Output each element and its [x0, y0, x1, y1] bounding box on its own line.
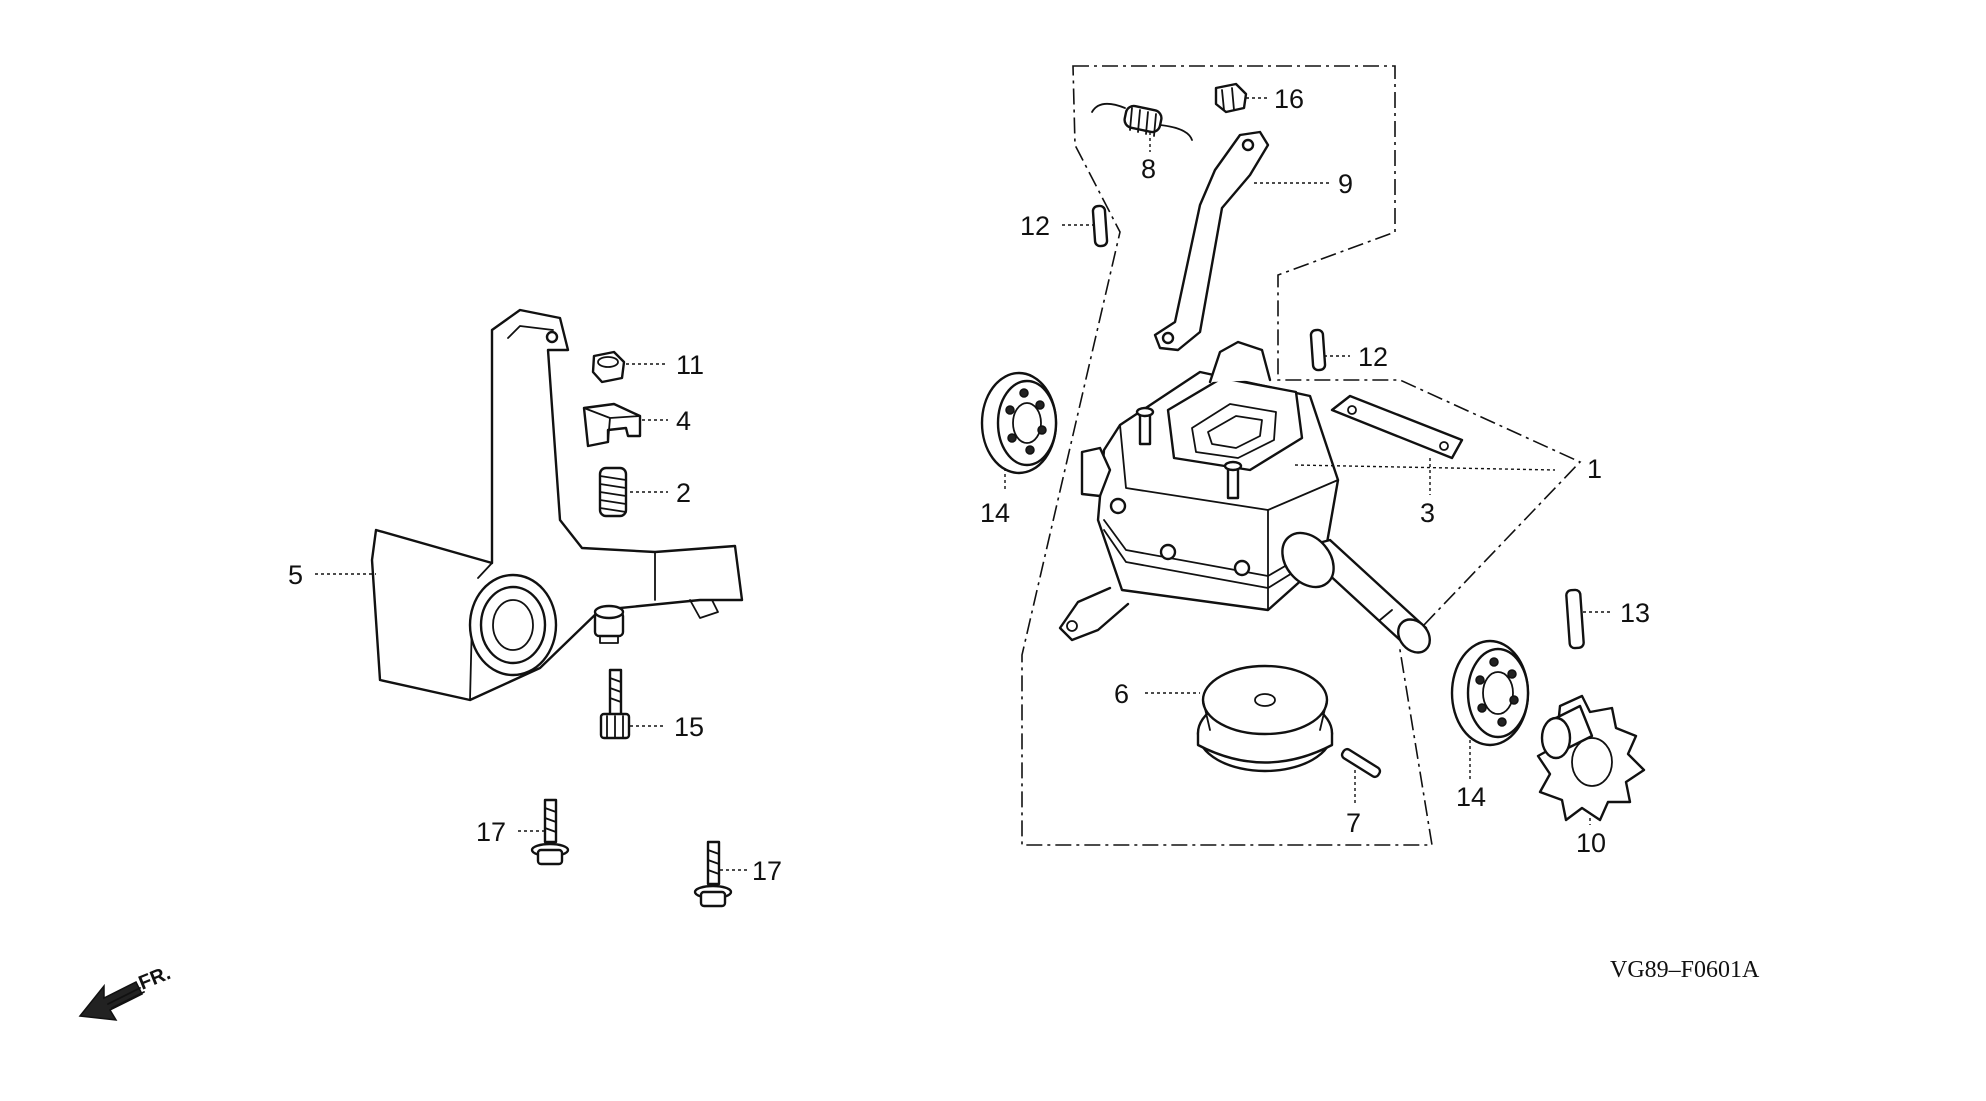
nut-part-11 [591, 350, 626, 384]
callout-15: 15 [674, 712, 704, 742]
callout-14b: 14 [1456, 782, 1486, 812]
pulley-part-6 [1196, 664, 1334, 773]
callout-12b: 12 [1358, 342, 1388, 372]
pin-part-12b [1309, 328, 1327, 372]
callout-5: 5 [288, 560, 303, 590]
gearbox-housing [1058, 340, 1431, 654]
callout-9: 9 [1338, 169, 1353, 199]
callout-1: 1 [1587, 454, 1602, 484]
bearing-part-14a [980, 371, 1058, 475]
bracket-nut-part [593, 604, 625, 644]
callout-17b: 17 [752, 856, 782, 886]
clip-part-4 [582, 402, 642, 448]
callout-7: 7 [1346, 808, 1361, 838]
tension-spring-part-8 [1091, 102, 1193, 141]
pin-part-12a [1091, 204, 1109, 248]
bearing-part-14b [1450, 639, 1530, 747]
callout-2: 2 [676, 478, 691, 508]
front-direction-arrow-icon: FR. [78, 962, 174, 1021]
callout-12a: 12 [1020, 211, 1050, 241]
assembly-boundary-outline [1021, 65, 1582, 846]
bracket-part [370, 308, 744, 702]
callout-3: 3 [1420, 498, 1435, 528]
cap-nut-part-16 [1214, 82, 1248, 114]
flange-bolt-part-17b [693, 840, 733, 908]
key-pin-part-7 [1340, 747, 1382, 779]
flange-bolt-part-17a [530, 798, 570, 866]
front-direction-label: FR. [136, 962, 174, 994]
diagram-code: VG89–F0601A [1610, 957, 1760, 983]
spring-part-2 [598, 466, 628, 518]
callout-11: 11 [676, 350, 704, 380]
bolt-part-15 [599, 668, 631, 740]
callout-10: 10 [1576, 828, 1606, 858]
callout-14a: 14 [980, 498, 1010, 528]
callout-13: 13 [1620, 598, 1650, 628]
callout-16: 16 [1274, 84, 1304, 114]
pin-part-13 [1565, 588, 1585, 650]
plate-part-3 [1330, 394, 1464, 460]
lever-arm-part-9 [1153, 130, 1270, 352]
callout-8: 8 [1141, 154, 1156, 184]
callout-6: 6 [1114, 679, 1129, 709]
callout-17a: 17 [476, 817, 506, 847]
sprocket-part-10 [1536, 694, 1646, 822]
callout-4: 4 [676, 406, 691, 436]
